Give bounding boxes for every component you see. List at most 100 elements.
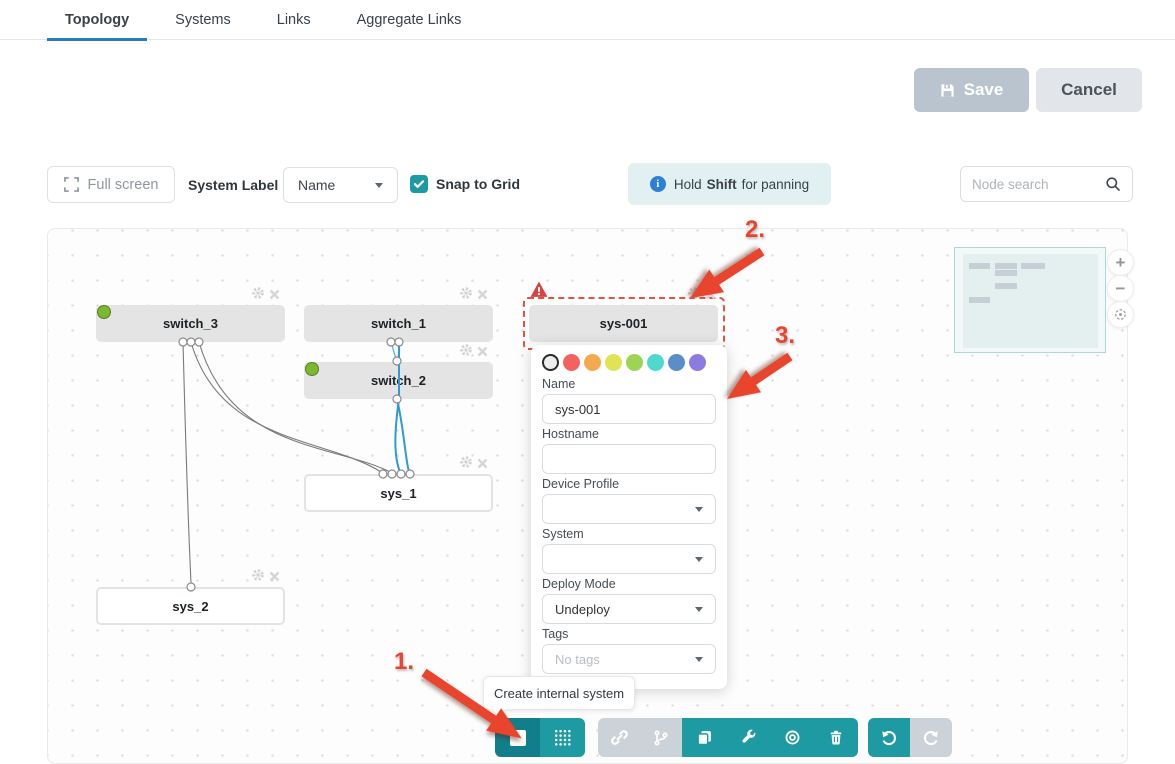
node-sys_1[interactable]: sys_1	[304, 474, 493, 512]
device-profile-select[interactable]	[542, 494, 716, 524]
fullscreen-icon	[63, 177, 79, 192]
close-icon[interactable]	[477, 287, 488, 305]
link-switch_3-sys_2[interactable]	[182, 341, 192, 584]
node-sys-001[interactable]: sys-001	[529, 305, 718, 342]
hostname-label: Hostname	[542, 427, 599, 441]
node-switch_1[interactable]: switch_1	[304, 305, 493, 342]
close-icon[interactable]	[269, 569, 280, 587]
zoom-out-button[interactable]: −	[1107, 275, 1134, 302]
delete-button[interactable]	[814, 718, 858, 757]
label-mode-select[interactable]: Name	[283, 167, 398, 203]
chevron-down-icon	[695, 506, 703, 512]
trash-icon	[830, 730, 842, 745]
minimap[interactable]	[954, 247, 1106, 353]
full-screen-label: Full screen	[87, 176, 159, 193]
node-switch_2[interactable]: switch_2	[304, 362, 493, 399]
snap-to-grid-checkbox[interactable]	[410, 175, 428, 193]
color-swatch[interactable]	[626, 354, 643, 371]
gear-icon[interactable]	[459, 455, 473, 474]
color-swatch[interactable]	[584, 354, 601, 371]
history-group	[868, 718, 952, 757]
search-icon	[1105, 176, 1121, 192]
focus-button[interactable]	[770, 718, 814, 757]
target-icon	[785, 730, 799, 745]
name-label: Name	[542, 377, 576, 391]
panning-hint: i Hold Shift for panning	[628, 163, 831, 205]
gear-icon[interactable]	[251, 568, 265, 587]
configure-button[interactable]	[726, 718, 770, 757]
locate-icon	[1115, 309, 1126, 320]
node-controls-switch_1	[459, 286, 488, 305]
status-dot-switch_2	[305, 362, 319, 376]
deploy-mode-value: Undeploy	[555, 601, 610, 617]
undo-button[interactable]	[868, 718, 910, 757]
node-switch_3[interactable]: switch_3	[96, 305, 285, 342]
info-icon: i	[649, 176, 666, 192]
create-aggregate-link-button[interactable]	[640, 718, 682, 757]
color-swatch[interactable]	[689, 354, 706, 371]
cancel-button[interactable]: Cancel	[1036, 68, 1142, 112]
tooltip-create-internal-system: Create internal system	[483, 676, 635, 718]
node-search-input[interactable]	[972, 176, 1105, 192]
annotation-label-1: 1.	[394, 648, 415, 675]
tags-label: Tags	[542, 627, 569, 641]
gear-icon[interactable]	[251, 286, 265, 305]
hint-post: for panning	[741, 176, 810, 192]
tab-links[interactable]: Links	[276, 11, 311, 28]
chevron-down-icon	[695, 556, 703, 562]
color-swatch[interactable]	[542, 354, 559, 371]
create-link-button[interactable]	[598, 718, 640, 757]
copy-button[interactable]	[682, 718, 726, 757]
system-label-caption: System Label	[188, 177, 279, 193]
chevron-down-icon	[375, 182, 383, 188]
hostname-field[interactable]	[542, 444, 716, 474]
tab-aggregate-links[interactable]: Aggregate Links	[356, 11, 462, 28]
create-external-system-button[interactable]	[540, 718, 585, 757]
branch-icon	[654, 729, 668, 746]
close-icon[interactable]	[477, 344, 488, 362]
node-controls-switch_2	[459, 343, 488, 362]
deploy-mode-label: Deploy Mode	[542, 577, 616, 591]
save-button[interactable]: Save	[914, 68, 1029, 112]
name-field[interactable]	[542, 394, 716, 424]
close-icon[interactable]	[477, 456, 488, 474]
tab-bar: Topology Systems Links Aggregate Links	[0, 0, 1175, 41]
tags-select[interactable]: No tags	[542, 644, 716, 674]
link-switch_1-switch_2[interactable]	[390, 341, 397, 360]
link-icon	[610, 730, 628, 745]
link-switch_2-sys_1[interactable]	[396, 398, 410, 473]
full-screen-button[interactable]: Full screen	[47, 166, 175, 203]
deploy-mode-select[interactable]: Undeploy	[542, 594, 716, 624]
color-swatch[interactable]	[563, 354, 580, 371]
node-controls-switch_3	[251, 286, 280, 305]
color-swatch[interactable]	[668, 354, 685, 371]
zoom-in-button[interactable]: +	[1107, 249, 1134, 276]
edit-tools-group	[598, 718, 858, 757]
check-icon	[413, 180, 425, 188]
hint-pre: Hold	[673, 176, 702, 192]
close-icon[interactable]	[269, 287, 280, 305]
save-icon	[940, 83, 955, 98]
gear-icon[interactable]	[459, 286, 473, 305]
dotted-square-icon	[553, 728, 572, 747]
system-label: System	[542, 527, 584, 541]
tab-topology[interactable]: Topology	[46, 0, 148, 41]
annotation-label-3: 3.	[775, 322, 796, 349]
status-dot-switch_3	[97, 305, 111, 319]
redo-button[interactable]	[910, 718, 952, 757]
node-search	[960, 166, 1133, 202]
device-profile-label: Device Profile	[542, 477, 620, 491]
node-sys_2[interactable]: sys_2	[96, 587, 285, 625]
color-swatch[interactable]	[605, 354, 622, 371]
node-controls-sys_1	[459, 455, 488, 474]
fit-view-button[interactable]	[1107, 301, 1134, 328]
system-select[interactable]	[542, 544, 716, 574]
tab-systems[interactable]: Systems	[175, 11, 231, 28]
node-controls-sys_2	[251, 568, 280, 587]
color-swatch[interactable]	[647, 354, 664, 371]
annotation-label-2: 2.	[745, 216, 766, 243]
gear-icon[interactable]	[459, 343, 473, 362]
snap-to-grid-label: Snap to Grid	[436, 176, 520, 192]
save-label: Save	[963, 80, 1004, 99]
